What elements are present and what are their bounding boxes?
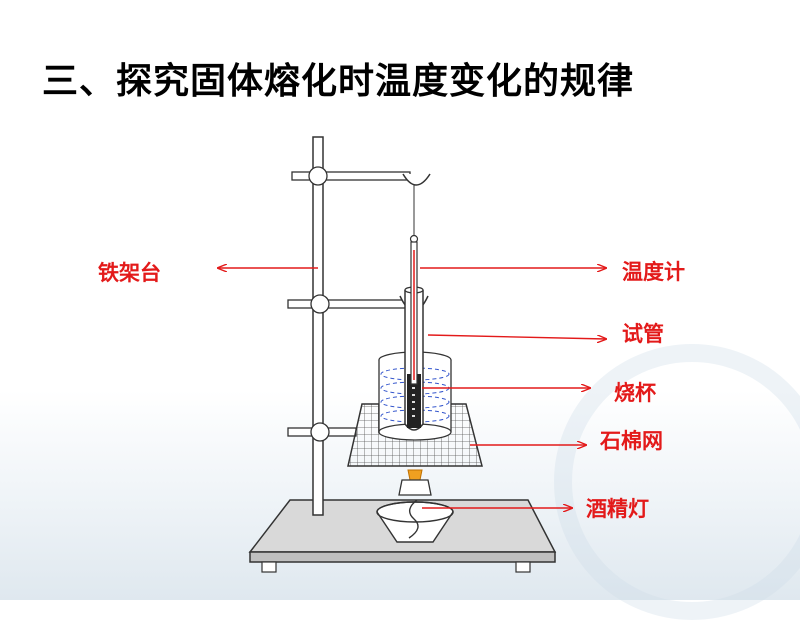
- page-title: 三、探究固体熔化时温度变化的规律: [42, 61, 635, 102]
- alcohol-lamp: [376, 469, 454, 543]
- top-clamp: [291, 166, 431, 186]
- arrow-test-tube: [427, 334, 606, 339]
- label-alcohol-lamp: 酒精灯: [586, 497, 649, 521]
- lower-ring-clamp: [287, 422, 357, 442]
- stand-rod: [312, 136, 324, 516]
- label-beaker: 烧杯: [614, 381, 656, 405]
- label-asbestos-net: 石棉网: [600, 429, 663, 453]
- label-test-tube: 试管: [622, 322, 664, 346]
- thermometer: [409, 184, 419, 385]
- apparatus-diagram: [0, 136, 800, 573]
- label-iron-stand: 铁架台: [98, 261, 161, 285]
- label-thermometer: 温度计: [622, 260, 685, 284]
